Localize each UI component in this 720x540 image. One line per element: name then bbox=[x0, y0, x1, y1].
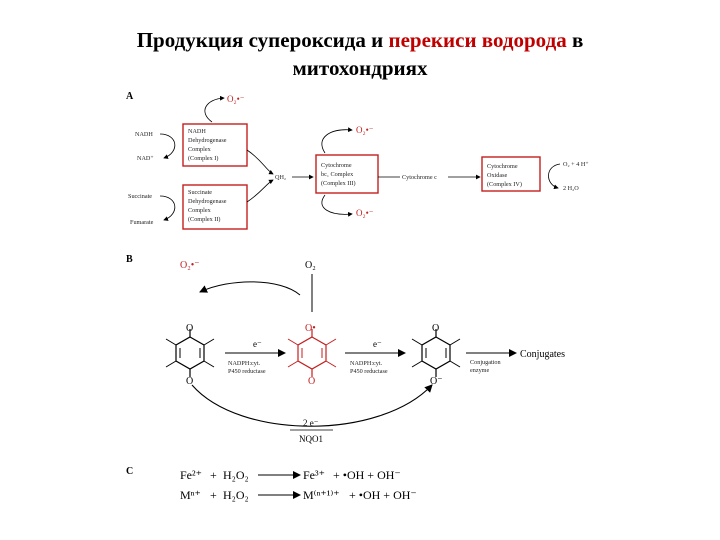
conjugates-label: Conjugates bbox=[520, 349, 565, 360]
complex1-line3: Complex bbox=[188, 146, 212, 153]
o2-4h-label: O₂ + 4 H⁺ bbox=[563, 161, 589, 168]
complex-2-box bbox=[182, 184, 248, 230]
enzyme1-line1: NADPH:cyt. bbox=[228, 360, 261, 367]
electron-2: e⁻ bbox=[373, 339, 382, 349]
hydroquinone-ring bbox=[411, 328, 461, 378]
complex3-line1: Cytochrome bbox=[321, 162, 352, 169]
complex2-line4: (Complex II) bbox=[188, 216, 220, 223]
metal-reactant: Mⁿ⁺ bbox=[180, 488, 201, 502]
panel-a: A O₂•⁻ NADH NAD⁺ NADH Dehydrogenase Comp… bbox=[126, 91, 589, 230]
slide-title: Продукция супероксида и перекиси водород… bbox=[0, 26, 720, 82]
fenton-rest: + •OH + OH⁻ bbox=[333, 468, 401, 482]
nqo1-label: NQO1 bbox=[299, 434, 323, 444]
metal-rest: + •OH + OH⁻ bbox=[349, 488, 417, 502]
quinone-o-top: O bbox=[186, 323, 193, 334]
arrow-complex3-superoxide-bottom bbox=[321, 194, 353, 217]
arrow-nqo1-two-electron bbox=[191, 384, 433, 427]
semiquinone-o-top: O• bbox=[305, 323, 316, 334]
superoxide-complex3-bottom: O₂•⁻ bbox=[356, 208, 374, 218]
fumarate-label: Fumarate bbox=[130, 219, 154, 226]
succinate-label: Succinate bbox=[128, 193, 152, 200]
fenton-plus: + bbox=[210, 468, 217, 482]
two-electron-label: 2 e⁻ bbox=[303, 418, 319, 428]
enzyme2-line2: P450 reductase bbox=[350, 368, 388, 375]
arrow-complex3-superoxide-top bbox=[321, 127, 353, 154]
complex-3-box bbox=[315, 154, 379, 194]
cytc-label: Cytochrome c bbox=[402, 174, 437, 181]
complex3-line3: (Complex III) bbox=[321, 180, 356, 187]
complex1-line4: (Complex I) bbox=[188, 155, 218, 162]
panel-b: B O₂•⁻ O₂ O O e⁻ NADPH:cyt. P450 reducta… bbox=[126, 254, 565, 444]
qh2-label: QH₂ bbox=[275, 174, 286, 181]
title-line-1: Продукция супероксида и перекиси водород… bbox=[0, 26, 720, 54]
hydroquinone-o-bottom: O⁻ bbox=[430, 376, 443, 387]
metal-h2o2: H₂O₂ bbox=[223, 488, 249, 502]
complex3-line2: bc₁ Complex bbox=[321, 171, 354, 178]
metal-plus: + bbox=[210, 488, 217, 502]
complex1-line2: Dehydrogenase bbox=[188, 137, 227, 144]
title-part-1: Продукция супероксида и bbox=[136, 28, 389, 52]
oxygen-b: O₂ bbox=[305, 260, 316, 271]
panel-c: C Fe²⁺ + H₂O₂ Fe³⁺ + •OH + OH⁻ Mⁿ⁺ + H₂O… bbox=[126, 466, 417, 502]
panel-b-label: B bbox=[126, 254, 133, 265]
hydroquinone-o-top: O bbox=[432, 323, 439, 334]
arrow-oxygen-to-superoxide bbox=[199, 281, 301, 296]
enzyme2-line1: NADPH:cyt. bbox=[350, 360, 383, 367]
complex1-line1: NADH bbox=[188, 128, 206, 135]
electron-1: e⁻ bbox=[253, 339, 262, 349]
conj-enzyme-line1: Conjugation bbox=[470, 359, 501, 366]
nadh-label: NADH bbox=[135, 131, 153, 138]
nad-label: NAD⁺ bbox=[137, 155, 154, 162]
fenton-product: Fe³⁺ bbox=[303, 468, 325, 482]
conj-enzyme-line2: enzyme bbox=[470, 367, 489, 374]
arrow-to-superoxide-1 bbox=[204, 95, 225, 123]
fenton-h2o2: H₂O₂ bbox=[223, 468, 249, 482]
superoxide-complex1: O₂•⁻ bbox=[227, 94, 245, 104]
complex2-line3: Complex bbox=[188, 207, 212, 214]
title-part-red: перекиси водорода bbox=[388, 28, 567, 52]
h2o-label: 2 H₂O bbox=[563, 185, 579, 192]
title-line-2: митохондриях bbox=[292, 56, 428, 80]
panel-c-label: C bbox=[126, 466, 133, 477]
semiquinone-ring bbox=[287, 328, 337, 378]
panel-a-label: A bbox=[126, 91, 134, 102]
complex2-line1: Succinate bbox=[188, 189, 212, 196]
arrow-complex2-qh2 bbox=[246, 179, 274, 203]
quinone-ring bbox=[165, 328, 215, 378]
arrow-o2-h2o bbox=[548, 163, 561, 190]
arrow-succinate-fumarate bbox=[159, 195, 176, 221]
superoxide-b: O₂•⁻ bbox=[180, 260, 200, 271]
metal-product: M⁽ⁿ⁺¹⁾⁺ bbox=[303, 488, 340, 502]
arrow-nadh-nad bbox=[159, 133, 176, 159]
complex2-line2: Dehydrogenase bbox=[188, 198, 227, 205]
superoxide-complex3-top: O₂•⁻ bbox=[356, 125, 374, 135]
complex-4-box bbox=[481, 156, 541, 192]
quinone-o-bottom: O bbox=[186, 376, 193, 387]
arrow-complex1-qh2 bbox=[246, 149, 274, 175]
complex4-line3: (Complex IV) bbox=[487, 181, 522, 188]
title-part-3: в bbox=[566, 28, 584, 52]
complex4-line1: Cytochrome bbox=[487, 163, 518, 170]
semiquinone-o-bottom: O bbox=[308, 376, 315, 387]
enzyme1-line2: P450 reductase bbox=[228, 368, 266, 375]
fenton-reactant: Fe²⁺ bbox=[180, 468, 202, 482]
complex4-line2: Oxidase bbox=[487, 172, 508, 179]
complex-1-box bbox=[182, 123, 248, 167]
